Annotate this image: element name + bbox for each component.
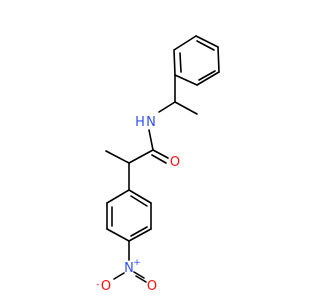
nitro-nitrogen-charge: + xyxy=(133,258,141,268)
amide-hydrogen-label: H xyxy=(135,115,145,130)
structure-diagram: N H O N + O - O xyxy=(96,35,220,294)
phenylethyl-group xyxy=(158,74,198,115)
nitro-oxygen-right-label: O xyxy=(147,279,157,294)
nitro-oxygen-left-charge: - xyxy=(96,280,99,290)
carbonyl-oxygen-label: O xyxy=(170,155,180,170)
nitro-bonds xyxy=(113,240,147,283)
amide-group xyxy=(128,129,169,164)
nitrophenyl-ring xyxy=(106,189,152,242)
propanoyl-backbone xyxy=(105,150,130,191)
nitro-nitrogen-label: N xyxy=(124,261,134,276)
amide-nitrogen-label: N xyxy=(146,115,156,130)
nitro-oxygen-left-label: O xyxy=(101,279,111,294)
phenyl-ring xyxy=(173,35,220,86)
molecule-canvas: N H O N + O - O xyxy=(96,35,220,294)
